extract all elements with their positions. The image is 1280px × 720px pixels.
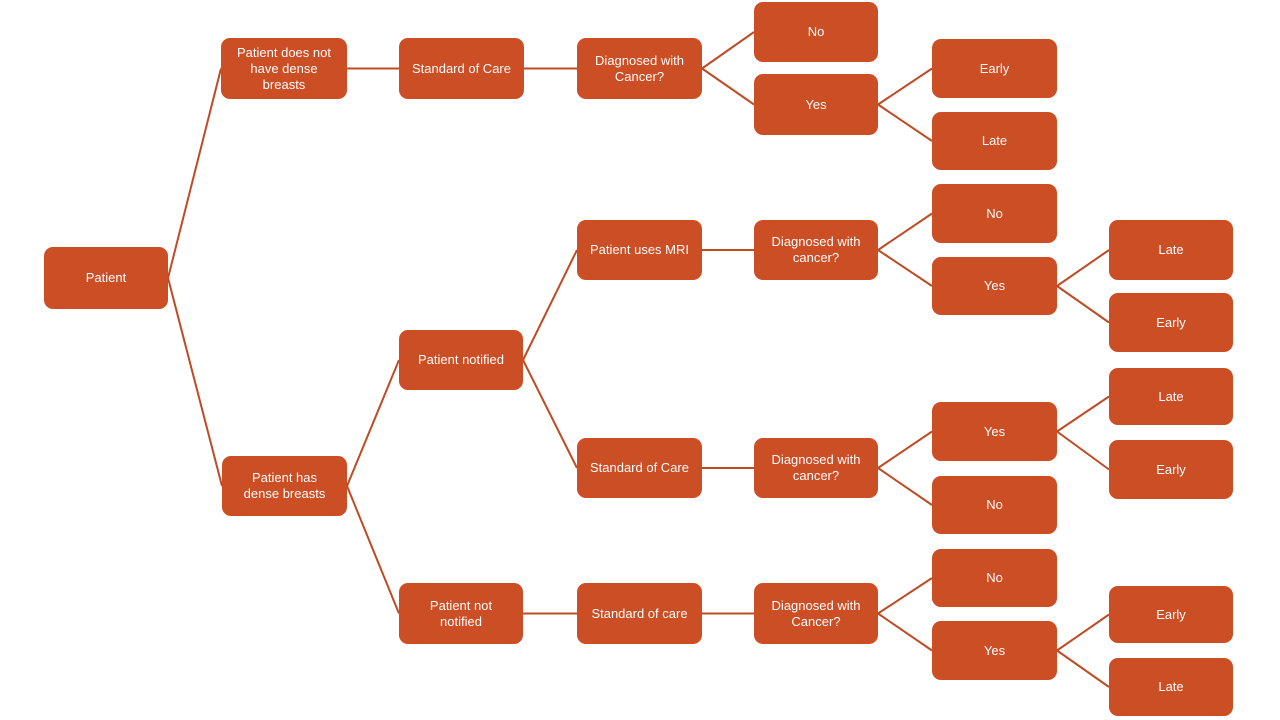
node-diag-mid[interactable]: Diagnosed with cancer?	[754, 438, 878, 498]
node-soc-top[interactable]: Standard of Care	[399, 38, 524, 99]
node-label: Late	[1158, 679, 1184, 694]
connector-yes-mid-early-mid	[1056, 430, 1110, 471]
node-soc-mid[interactable]: Standard of Care	[577, 438, 702, 498]
node-label: Yes	[983, 642, 1006, 658]
node-yes-mri[interactable]: Yes	[932, 257, 1057, 315]
connector-yes-bot-early-bot	[1056, 613, 1110, 652]
node-label: Early	[979, 60, 1010, 76]
node-diag-top[interactable]: Diagnosed with Cancer?	[577, 38, 702, 99]
connector-diag-bot-yes-bot	[877, 612, 933, 652]
connector-patient-no-dense	[167, 68, 222, 279]
node-not-notified[interactable]: Patient not notified	[399, 583, 523, 644]
node-label: Late	[1158, 388, 1184, 404]
connector-dense-notified	[346, 359, 400, 487]
connector-diag-mid-no-mid	[877, 467, 933, 506]
node-no-bot[interactable]: No	[932, 549, 1057, 607]
node-label: No	[986, 570, 1003, 585]
node-diag-bot[interactable]: Diagnosed with Cancer?	[754, 583, 878, 644]
node-yes-top[interactable]: Yes	[754, 74, 878, 135]
connector-diag-mri-yes-mri	[877, 249, 933, 287]
node-label: Patient	[85, 270, 127, 285]
connector-diag-mid-yes-mid	[877, 430, 933, 469]
connector-dense-not-notified	[346, 485, 400, 614]
connector-yes-top-late-top	[877, 103, 933, 142]
node-label: Standard of Care	[589, 460, 689, 475]
node-dense[interactable]: Patient has dense breasts	[222, 456, 347, 516]
node-label: Yes	[983, 423, 1006, 439]
connector-diag-mri-no-mri	[877, 212, 933, 251]
connector-yes-bot-late-bot	[1056, 649, 1110, 688]
node-soc-bot[interactable]: Standard of care	[577, 583, 702, 644]
node-label: No	[986, 205, 1003, 221]
node-label: No	[807, 24, 825, 39]
node-early-mri[interactable]: Early	[1109, 293, 1233, 352]
node-early-mid[interactable]: Early	[1109, 440, 1233, 499]
connector-diag-top-no-top	[701, 31, 755, 70]
node-mri[interactable]: Patient uses MRI	[577, 220, 702, 280]
node-label: Patient not notified	[429, 597, 493, 629]
node-no-mri[interactable]: No	[932, 184, 1057, 243]
connector-yes-mri-late-mri	[1056, 249, 1110, 287]
connector-diag-bot-no-bot	[877, 577, 933, 615]
node-yes-bot[interactable]: Yes	[932, 621, 1057, 680]
node-patient[interactable]: Patient	[44, 247, 168, 309]
node-label: Standard of care	[591, 605, 688, 621]
node-label: Early	[1156, 314, 1186, 330]
node-label: Standard of Care	[411, 60, 511, 76]
node-label: No	[986, 497, 1003, 512]
node-early-top[interactable]: Early	[932, 39, 1057, 98]
connector-notified-soc-mid	[522, 359, 578, 469]
node-yes-mid[interactable]: Yes	[932, 402, 1057, 461]
node-late-mid[interactable]: Late	[1109, 368, 1233, 425]
connector-diag-top-yes-top	[701, 67, 755, 106]
node-label: Yes	[805, 96, 827, 112]
node-label: Patient notified	[417, 352, 504, 367]
node-label: Late	[1158, 242, 1184, 257]
node-late-top[interactable]: Late	[932, 112, 1057, 170]
connector-yes-mid-late-mid	[1056, 395, 1110, 433]
connector-yes-mri-early-mri	[1056, 285, 1110, 324]
node-label: Patient has dense breasts	[243, 470, 326, 501]
node-early-bot[interactable]: Early	[1109, 586, 1233, 643]
node-diag-mri[interactable]: Diagnosed with cancer?	[754, 220, 878, 280]
node-late-mri[interactable]: Late	[1109, 220, 1233, 280]
node-label: Yes	[983, 278, 1006, 293]
node-no-mid[interactable]: No	[932, 476, 1057, 534]
node-label: Diagnosed with cancer?	[771, 452, 861, 483]
node-no-dense[interactable]: Patient does not have dense breasts	[221, 38, 347, 99]
node-notified[interactable]: Patient notified	[399, 330, 523, 390]
connector-notified-mri	[522, 249, 578, 361]
node-late-bot[interactable]: Late	[1109, 658, 1233, 716]
node-label: Diagnosed with Cancer?	[771, 597, 861, 629]
node-label: Late	[981, 133, 1008, 148]
node-label: Diagnosed with cancer?	[771, 234, 861, 265]
node-label: Patient uses MRI	[590, 242, 689, 257]
node-label: Early	[1156, 606, 1186, 622]
connector-patient-dense	[167, 277, 223, 487]
connector-yes-top-early-top	[877, 67, 933, 106]
node-label: Patient does not have dense breasts	[237, 44, 331, 92]
node-no-top[interactable]: No	[754, 2, 878, 62]
node-label: Diagnosed with Cancer?	[595, 52, 684, 84]
node-label: Early	[1156, 461, 1186, 477]
